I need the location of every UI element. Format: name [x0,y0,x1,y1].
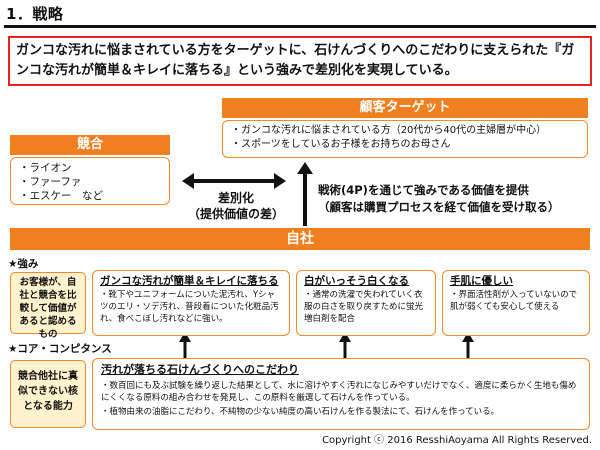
core-box: 汚れが落ちる石けんづくりへのこだわり ・数百回にも及ぶ試験を繰り返した結果として… [92,358,590,430]
competition-header: 競合 [10,135,170,155]
core-side-note: 競合他社に真似できない核となる能力 [10,360,86,428]
strengths-side-note: お客様が、自社と競合を比較して価値があると認めるもの [10,272,86,340]
strength-item: ・通常の洗濯で失われていく衣服の白さを取り戻すために蛍光増白剤を配合 [304,290,424,324]
page-title: 1．戦略 [6,5,64,23]
strength-box: ガンコな汚れが簡単＆キレイに落ちる ・靴下やユニフォームについた泥汚れ、Yシャツ… [92,270,290,336]
strength-title: 白がいっそう白くなる [304,275,409,287]
competitor-item: ・ライオン [19,162,72,174]
competitor-item: ・ファーファ [19,176,82,188]
strengths-label: ★強み [8,258,39,270]
title-divider [4,25,596,28]
core-to-strength-arrow-icon [339,332,351,358]
strength-title: ガンコな汚れが簡単＆キレイに落ちる [100,275,279,287]
differentiation-arrow-icon [182,173,286,189]
tactics-subtitle: （顧客は購買プロセスを経て価値を受け取る） [318,200,560,214]
differentiation-title: 差別化 [217,191,254,205]
core-item: ・植物由来の油脂にこだわり、不純物の少ない純度の高い石けんを作る製法にて、石けん… [101,407,500,417]
target-item: ・ガンコな汚れに悩まされている方（20代から40代の主婦層が中心） [231,125,547,136]
strength-item: ・界面活性剤が入っていないので肌が弱くても安心して使える [450,290,578,312]
competition-box: ・ライオン ・ファーファ ・エスケー など [10,157,170,205]
core-title: 汚れが落ちる石けんづくりへのこだわり [101,363,299,376]
customer-target-box: ・ガンコな汚れに悩まされている方（20代から40代の主婦層が中心） ・スポーツを… [222,120,588,158]
core-label: ★コア・コンピタンス [8,343,112,355]
differentiation-label: 差別化 （提供価値の差） [176,190,296,222]
target-item: ・スポーツをしているお子様をお持ちのお母さん [231,139,451,150]
tactics-up-arrow-icon [297,162,313,226]
core-item: ・数百回にも及ぶ試験を繰り返した結果として、水に溶けやすく汚れになじみやすいだけ… [101,381,577,403]
strength-box: 手肌に優しい ・界面活性剤が入っていないので肌が弱くても安心して使える [442,270,590,336]
strength-box: 白がいっそう白くなる ・通常の洗濯で失われていく衣服の白さを取り戻すために蛍光増… [296,270,436,336]
differentiation-subtitle: （提供価値の差） [187,207,284,221]
copyright: Copyright ⓒ 2016 ResshiAoyama All Rights… [322,435,592,446]
strength-title: 手肌に優しい [450,275,513,287]
tactics-label: 戦術(4P)を通じて強みである価値を提供 （顧客は購買プロセスを経て価値を受け取… [318,182,594,216]
company-header: 自社 [10,228,590,250]
strategy-summary: ガンコな汚れに悩まされている方をターゲットに、石けんづくりへのこだわりに支えられ… [8,36,592,86]
competitor-item: ・エスケー など [19,190,103,202]
tactics-title: 戦術(4P)を通じて強みである価値を提供 [318,183,529,197]
strength-item: ・靴下やユニフォームについた泥汚れ、Yシャツのエリ・ソデ汚れ、普段着についた化粧… [100,290,279,324]
customer-target-header: 顧客ターゲット [222,98,588,118]
core-to-strength-arrow-icon [179,332,191,358]
core-to-strength-arrow-icon [462,332,474,358]
